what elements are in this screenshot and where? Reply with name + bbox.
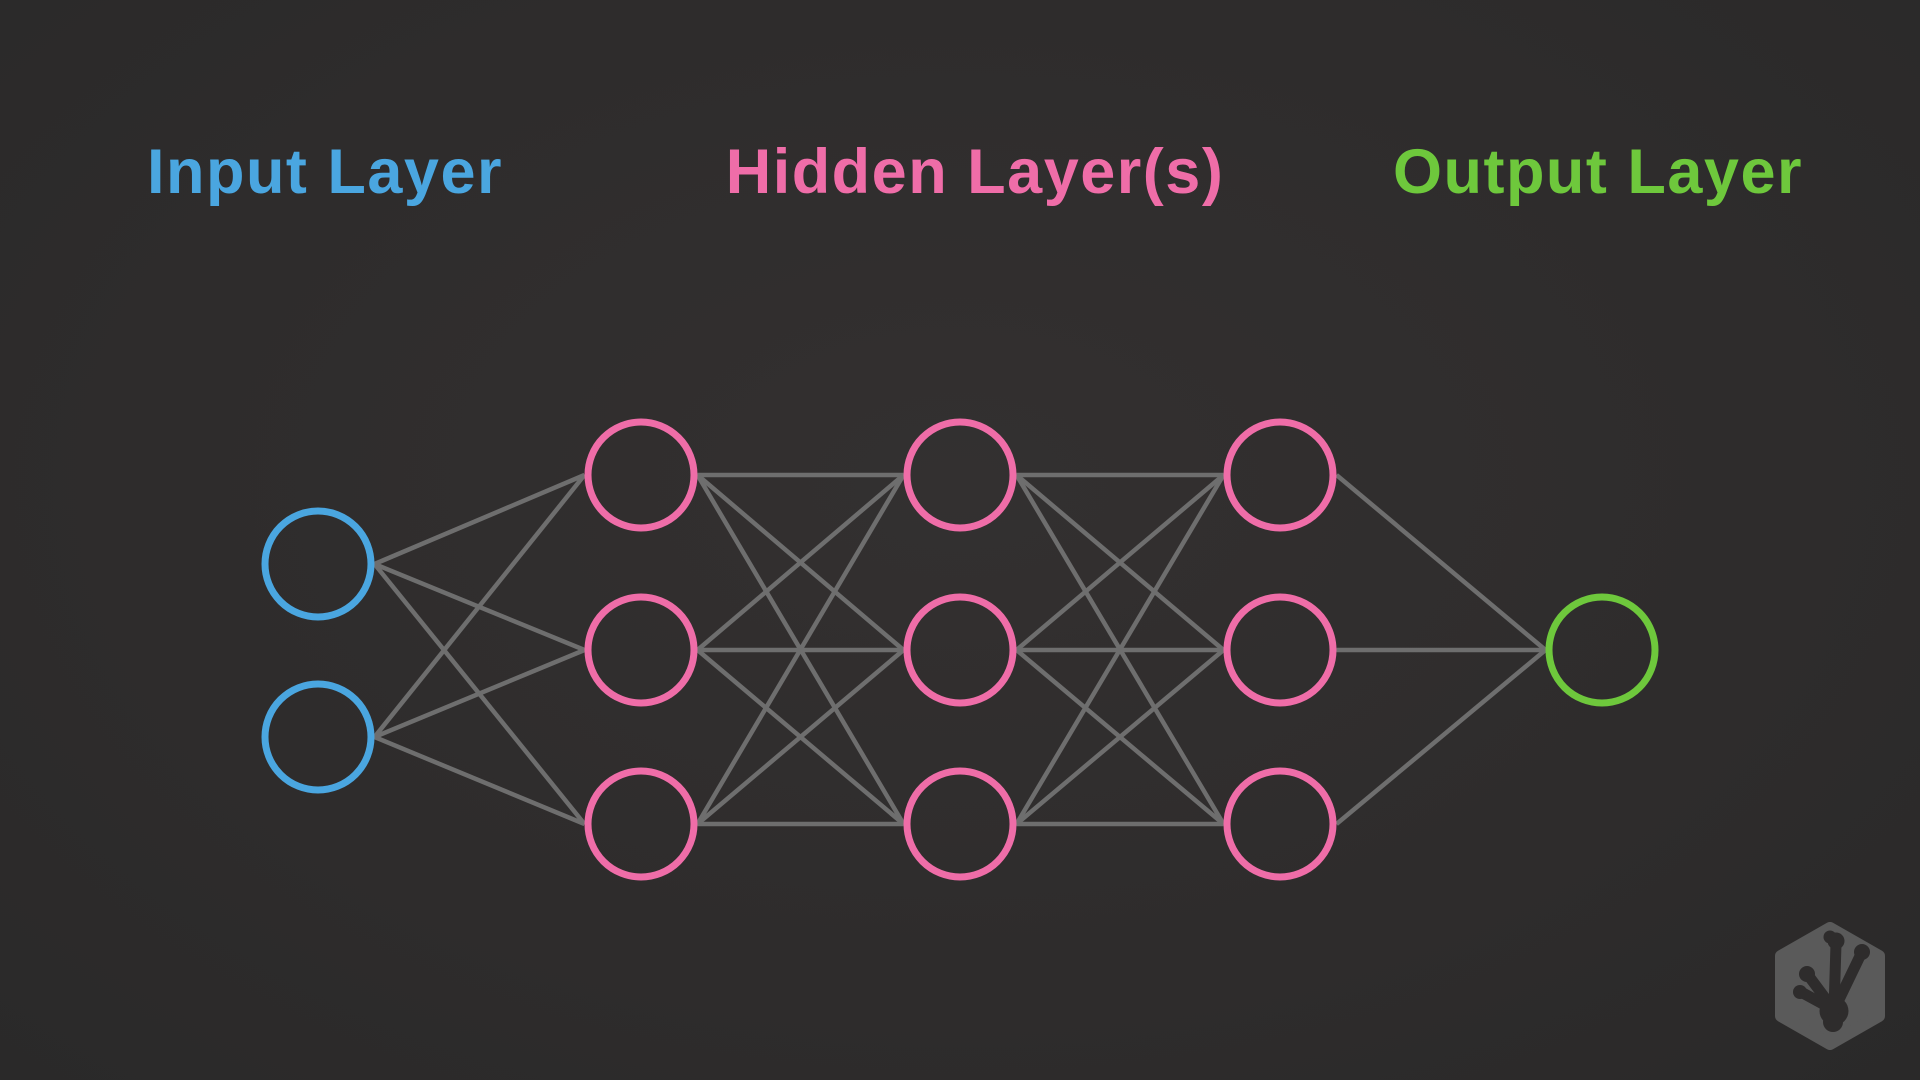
input-layer-label: Input Layer — [146, 137, 504, 207]
edge-hidden-2-to-hidden-3 — [1015, 648, 1225, 826]
output-node-1 — [1545, 593, 1659, 707]
edge-input-to-hidden-1 — [373, 472, 586, 567]
hidden-2-node-1 — [903, 418, 1017, 532]
hidden-3-node-2 — [1223, 593, 1337, 707]
frog-foot-pads — [1793, 930, 1870, 1032]
hidden-1-node-2 — [584, 593, 698, 707]
hidden-2-node-2 — [903, 593, 1017, 707]
treehouse-logo — [1775, 922, 1885, 1050]
edge-hidden-2-to-hidden-3 — [1014, 473, 1226, 826]
edge-hidden-1-to-hidden-2 — [695, 473, 906, 826]
edge-hidden-1-to-hidden-2 — [696, 473, 905, 652]
hidden-2-node-3 — [903, 767, 1017, 881]
hidden-1-node-1 — [584, 418, 698, 532]
nodes-group — [261, 418, 1659, 881]
edge-input-to-hidden-1 — [372, 473, 587, 739]
output-layer-label: Output Layer — [1392, 137, 1804, 207]
edge-input-to-hidden-1 — [373, 647, 586, 740]
edge-hidden-3-to-output — [1335, 648, 1547, 826]
input-node-1 — [261, 507, 375, 621]
edge-hidden-3-to-output — [1335, 473, 1547, 652]
hidden-3-node-1 — [1223, 418, 1337, 532]
hidden-layer-label: Hidden Layer(s) — [725, 137, 1225, 207]
edge-input-to-hidden-1 — [373, 734, 586, 827]
hidden-1-node-3 — [584, 767, 698, 881]
edge-hidden-1-to-hidden-2 — [696, 648, 905, 826]
edge-hidden-2-to-hidden-3 — [1015, 473, 1225, 652]
input-node-2 — [261, 680, 375, 794]
hidden-3-node-3 — [1223, 767, 1337, 881]
edges-group — [372, 472, 1547, 827]
